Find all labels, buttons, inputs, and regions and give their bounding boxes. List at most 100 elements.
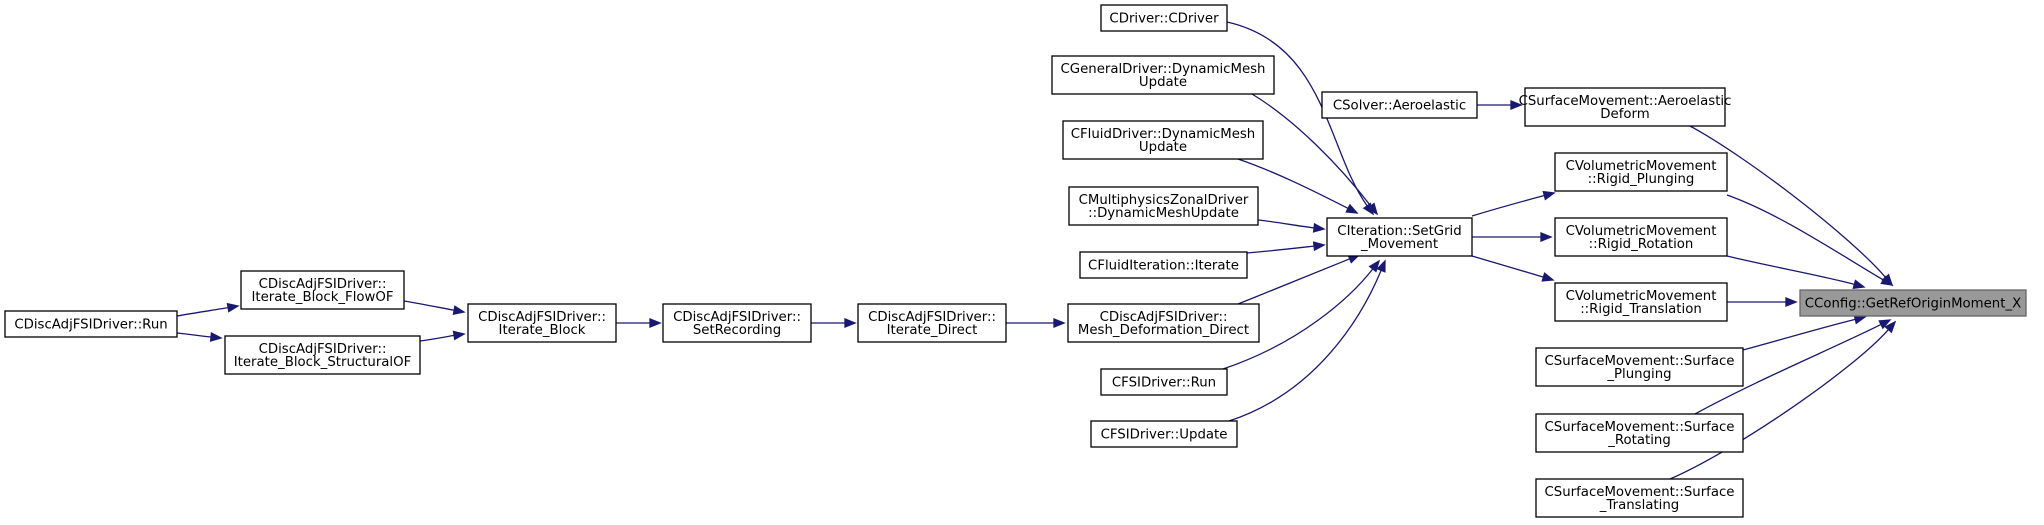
edge-line — [1742, 318, 1856, 351]
node-general-dynmesh[interactable]: CGeneralDriver::DynamicMeshUpdate — [1051, 55, 1275, 95]
node-box — [1554, 282, 1728, 322]
node-multiphysics-dynmesh[interactable]: CMultiphysicsZonalDriver::DynamicMeshUpd… — [1068, 186, 1259, 226]
node-surf-translating[interactable]: CSurfaceMovement::Surface_Translating — [1535, 478, 1744, 518]
edge-arrowhead — [1376, 259, 1386, 273]
node-adjfsi-iterate-direct[interactable]: CDiscAdjFSIDriver::Iterate_Direct — [857, 303, 1007, 343]
edge-multiphysics_dynmesh-to-iteration_setgrid — [1257, 219, 1326, 233]
node-label-line: _Translating — [1599, 498, 1679, 513]
node-box — [857, 303, 1007, 343]
edges-layer — [176, 21, 1897, 480]
node-box — [1535, 413, 1744, 453]
node-label-line: CMultiphysicsZonalDriver — [1079, 193, 1249, 208]
edge-fluiditeration_iterate-to-iteration_setgrid — [1246, 241, 1326, 254]
node-fsi-run[interactable]: CFSIDriver::Run — [1100, 368, 1228, 396]
node-box — [1062, 120, 1264, 160]
node-box — [1321, 91, 1478, 119]
node-box — [1799, 289, 2027, 317]
node-adjfsi-block-flowof[interactable]: CDiscAdjFSIDriver::Iterate_Block_FlowOF — [240, 270, 405, 310]
node-label-line: CDriver::CDriver — [1109, 12, 1219, 27]
node-box — [1068, 186, 1259, 226]
edge-arrowhead — [1884, 320, 1897, 334]
edge-arrowhead — [1368, 259, 1381, 273]
edge-fsi_update-to-iteration_setgrid — [1228, 259, 1386, 422]
node-solver-aeroelastic[interactable]: CSolver::Aeroelastic — [1321, 91, 1478, 119]
node-label-line: CIteration::SetGrid — [1337, 224, 1461, 239]
node-surf-rotating[interactable]: CSurfaceMovement::Surface_Rotating — [1535, 413, 1744, 453]
edge-arrowhead — [1541, 272, 1555, 282]
edge-arrowhead — [1312, 241, 1326, 252]
node-driver-cdriver[interactable]: CDriver::CDriver — [1100, 4, 1228, 32]
edge-vol_plunging-to-cconfig — [1726, 194, 1894, 286]
edge-arrowhead — [1785, 297, 1798, 307]
node-label-line: CConfig::GetRefOriginMoment_X — [1805, 297, 2021, 312]
node-box — [1051, 55, 1275, 95]
node-label-line: CSurfaceMovement::Surface — [1545, 420, 1735, 435]
node-adjfsi-run[interactable]: CDiscAdjFSIDriver::Run — [4, 310, 178, 338]
node-label-line: CDiscAdjFSIDriver:: — [478, 310, 606, 325]
edge-arrowhead — [1053, 318, 1066, 328]
node-label-line: CDiscAdjFSIDriver:: — [868, 310, 996, 325]
edge-iteration_setgrid-to-vol_rotation — [1472, 232, 1553, 242]
node-label-line: CSurfaceMovement::Aeroelastic — [1519, 94, 1732, 109]
node-label-line: Update — [1139, 140, 1187, 155]
node-label-line: CFSIDriver::Update — [1101, 428, 1228, 443]
node-label-line: CDiscAdjFSIDriver:: — [1100, 310, 1228, 325]
node-vol-plunging[interactable]: CVolumetricMovement::Rigid_Plunging — [1554, 152, 1728, 192]
node-label-line: Iterate_Direct — [887, 323, 978, 338]
node-box — [467, 303, 617, 343]
node-label-line: Mesh_Deformation_Direct — [1078, 323, 1249, 338]
edge-arrowhead — [1540, 232, 1553, 242]
node-label-line: CVolumetricMovement — [1566, 289, 1717, 304]
edge-line — [1251, 93, 1372, 207]
node-label-line: ::Rigid_Rotation — [1589, 237, 1694, 252]
node-fsi-update[interactable]: CFSIDriver::Update — [1090, 420, 1238, 448]
edge-arrowhead — [1880, 275, 1894, 286]
edge-line — [1237, 158, 1349, 210]
node-vol-translation[interactable]: CVolumetricMovement::Rigid_Translation — [1554, 282, 1728, 322]
node-adjfsi-meshdeform[interactable]: CDiscAdjFSIDriver::Mesh_Deformation_Dire… — [1067, 303, 1260, 343]
node-adjfsi-iterate-block[interactable]: CDiscAdjFSIDriver::Iterate_Block — [467, 303, 617, 343]
node-box — [1079, 251, 1248, 279]
node-label-line: CGeneralDriver::DynamicMesh — [1061, 62, 1266, 77]
edge-adjfsi_block_structuralof-to-adjfsi_iterate_block — [419, 330, 466, 342]
node-label-line: Update — [1139, 75, 1187, 90]
node-label-line: Iterate_Block_StructuralOF — [234, 355, 412, 370]
edge-arrowhead — [1852, 279, 1866, 289]
node-label-line: CSurfaceMovement::Surface — [1545, 354, 1735, 369]
edge-line — [1669, 329, 1889, 480]
edge-line — [1726, 194, 1884, 281]
node-label-line: ::Rigid_Translation — [1580, 302, 1702, 317]
node-adjfsi-setrecording[interactable]: CDiscAdjFSIDriver::SetRecording — [662, 303, 812, 343]
node-box — [1554, 217, 1728, 257]
node-box — [1535, 478, 1744, 518]
edge-surf_plunging-to-cconfig — [1742, 314, 1867, 351]
node-adjfsi-block-structuralof[interactable]: CDiscAdjFSIDriver::Iterate_Block_Structu… — [224, 335, 421, 375]
edge-line — [403, 300, 455, 311]
node-label-line: ::Rigid_Plunging — [1588, 172, 1695, 187]
node-box — [224, 335, 421, 375]
edge-line — [1246, 245, 1315, 254]
node-box — [240, 270, 405, 310]
node-label-line: CFluidIteration::Iterate — [1088, 259, 1239, 274]
edge-adjfsi_setrecording-to-adjfsi_iterate_direct — [811, 318, 857, 328]
node-box — [1524, 87, 1726, 127]
edge-adjfsi_iterate_direct-to-adjfsi_meshdeform — [1006, 318, 1066, 328]
edge-line — [1471, 255, 1544, 278]
node-label-line: CDiscAdjFSIDriver:: — [259, 342, 387, 357]
node-label-line: CVolumetricMovement — [1566, 159, 1717, 174]
node-fluid-dynmesh[interactable]: CFluidDriver::DynamicMeshUpdate — [1062, 120, 1264, 160]
nodes-layer: CConfig::GetRefOriginMoment_XCSurfaceMov… — [4, 4, 2027, 518]
node-iteration-setgrid[interactable]: CIteration::SetGrid_Movement — [1326, 217, 1473, 257]
node-box — [1100, 4, 1228, 32]
node-label-line: Deform — [1600, 107, 1649, 122]
node-label-line: _Movement — [1360, 237, 1438, 252]
node-fluiditeration-iterate[interactable]: CFluidIteration::Iterate — [1079, 251, 1248, 279]
node-surf-plunging[interactable]: CSurfaceMovement::Surface_Plunging — [1535, 347, 1744, 387]
edge-surf_aeroelastic-to-cconfig — [1689, 125, 1894, 287]
node-cconfig: CConfig::GetRefOriginMoment_X — [1799, 289, 2027, 317]
edge-adjfsi_meshdeform-to-iteration_setgrid — [1237, 254, 1361, 305]
node-label-line: CDiscAdjFSIDriver:: — [673, 310, 801, 325]
node-vol-rotation[interactable]: CVolumetricMovement::Rigid_Rotation — [1554, 217, 1728, 257]
edge-adjfsi_run-to-adjfsi_block_flowof — [176, 302, 240, 317]
